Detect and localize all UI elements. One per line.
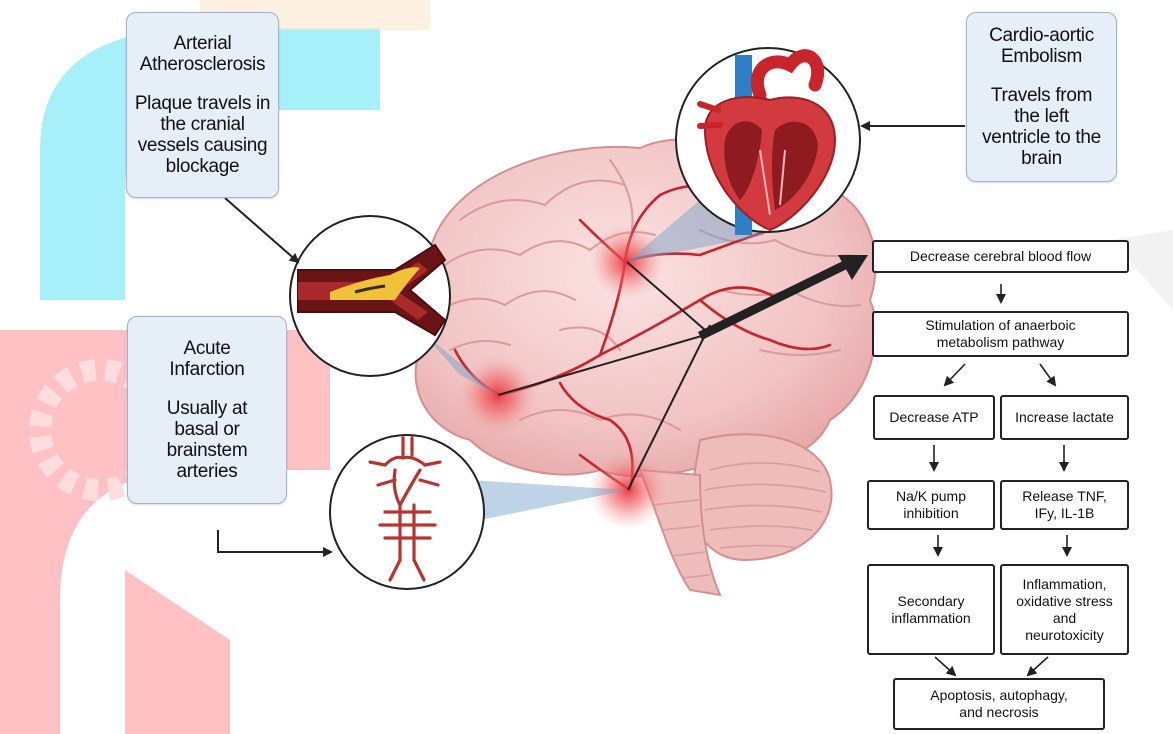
callout-body-line: ventricle to the bbox=[982, 127, 1101, 148]
flow-na-k-pump-inhibition: Na/K pump inhibition bbox=[867, 480, 995, 530]
flow-decrease-atp: Decrease ATP bbox=[873, 395, 995, 440]
flow-secondary-inflammation: Secondary inflammation bbox=[867, 564, 995, 655]
callout-body-line: basal or bbox=[174, 419, 239, 440]
flow-text: Na/K pump bbox=[896, 488, 966, 505]
callout-body-line: brainstem bbox=[167, 440, 248, 461]
flow-text: IFy, IL-1B bbox=[1035, 505, 1095, 522]
flow-text: inflammation bbox=[891, 610, 970, 627]
callout-title-line: Atherosclerosis bbox=[140, 54, 265, 75]
flow-release-tnf: Release TNF, IFy, IL-1B bbox=[1000, 480, 1129, 530]
flow-text: and bbox=[1053, 610, 1076, 627]
callout-body-line: blockage bbox=[166, 156, 240, 177]
flow-text: Decrease ATP bbox=[889, 409, 978, 426]
flow-text: Secondary bbox=[898, 593, 965, 610]
flow-apoptosis-autophagy-necrosis: Apoptosis, autophagy, and necrosis bbox=[893, 678, 1105, 730]
flow-text: neurotoxicity bbox=[1025, 627, 1104, 644]
flow-text: Apoptosis, autophagy, bbox=[930, 687, 1068, 704]
flow-text: inhibition bbox=[903, 505, 958, 522]
callout-body-line: Usually at bbox=[167, 398, 247, 419]
callout-title-line: Embolism bbox=[1001, 46, 1082, 67]
callout-body-line: vessels causing bbox=[138, 135, 268, 156]
flow-text: Increase lactate bbox=[1015, 409, 1114, 426]
callout-body-line: the left bbox=[1014, 106, 1069, 127]
callout-acute-infarction: Acute Infarction Usually at basal or bra… bbox=[127, 316, 287, 504]
flow-text: metabolism pathway bbox=[937, 334, 1065, 351]
circle-of-willis-illustration bbox=[330, 435, 484, 589]
flow-text: Inflammation, bbox=[1022, 576, 1106, 593]
flow-text: Release TNF, bbox=[1022, 488, 1107, 505]
heart-illustration bbox=[676, 48, 860, 235]
flow-text: oxidative stress bbox=[1016, 593, 1112, 610]
callout-title-line: Infarction bbox=[169, 359, 244, 380]
flow-text: Stimulation of anaerboic bbox=[925, 317, 1075, 334]
flow-text: Decrease cerebral blood flow bbox=[910, 248, 1091, 265]
callout-title-line: Cardio-aortic bbox=[989, 25, 1094, 46]
callout-arterial-atherosclerosis: Arterial Atherosclerosis Plaque travels … bbox=[126, 12, 279, 198]
callout-body-line: the cranial bbox=[160, 114, 244, 135]
flow-decrease-cerebral-blood-flow: Decrease cerebral blood flow bbox=[872, 240, 1129, 273]
callout-cardio-aortic-embolism: Cardio-aortic Embolism Travels from the … bbox=[966, 12, 1117, 182]
callout-body-line: Plaque travels in bbox=[135, 93, 270, 114]
flow-increase-lactate: Increase lactate bbox=[1000, 395, 1129, 440]
artery-plaque-illustration bbox=[290, 216, 450, 376]
callout-body-line: brain bbox=[1021, 148, 1062, 169]
callout-title-line: Acute bbox=[183, 338, 230, 359]
callout-title-line: Arterial bbox=[174, 33, 232, 54]
callout-body-line: arteries bbox=[177, 461, 238, 482]
flow-inflammation-oxidative-stress: Inflammation, oxidative stress and neuro… bbox=[1000, 564, 1129, 655]
flow-text: and necrosis bbox=[959, 704, 1038, 721]
flow-stimulation-anaerobic: Stimulation of anaerboic metabolism path… bbox=[872, 311, 1129, 357]
callout-body-line: Travels from bbox=[991, 85, 1092, 106]
